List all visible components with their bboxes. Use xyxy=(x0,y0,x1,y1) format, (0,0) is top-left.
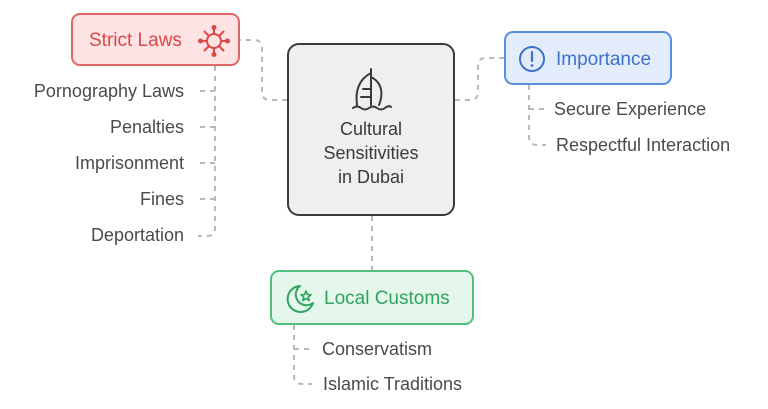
strict-item-pornography-laws: Pornography Laws xyxy=(33,81,184,101)
branch-importance-trunk xyxy=(528,85,546,146)
customs-item-conservatism: Conservatism xyxy=(322,339,433,359)
center-title-line2: Sensitivities xyxy=(323,143,419,163)
branch-customs-trunk xyxy=(293,325,312,385)
burj-al-arab-icon xyxy=(352,68,392,111)
crescent-star-icon xyxy=(286,285,314,313)
strict-item-penalties: Penalties xyxy=(109,117,184,137)
connector-center-importance xyxy=(455,57,504,101)
local-customs-node[interactable]: Local Customs xyxy=(270,270,474,325)
strict-item-deportation: Deportation xyxy=(90,225,184,245)
connector-center-strict xyxy=(240,39,287,101)
customs-item-islamic-traditions: Islamic Traditions xyxy=(323,374,463,394)
center-title-line1: Cultural xyxy=(339,119,402,139)
center-title-line3: in Dubai xyxy=(337,167,405,187)
strict-item-imprisonment: Imprisonment xyxy=(74,153,184,173)
importance-item-respectful-interaction: Respectful Interaction xyxy=(556,135,731,155)
center-node[interactable]: Cultural Sensitivities in Dubai xyxy=(287,43,455,216)
importance-node[interactable]: Importance xyxy=(504,31,672,85)
strict-laws-node[interactable]: Strict Laws xyxy=(71,13,240,66)
exclamation-circle-icon xyxy=(519,46,545,72)
strict-item-fines: Fines xyxy=(139,189,184,209)
branch-strict-trunk xyxy=(198,66,216,237)
strict-laws-title: Strict Laws xyxy=(89,30,182,51)
importance-title: Importance xyxy=(556,49,652,70)
local-customs-title: Local Customs xyxy=(324,288,450,309)
importance-item-secure-experience: Secure Experience xyxy=(554,99,707,119)
center-title: Cultural Sensitivities in Dubai xyxy=(323,117,418,189)
virus-icon xyxy=(198,25,230,57)
